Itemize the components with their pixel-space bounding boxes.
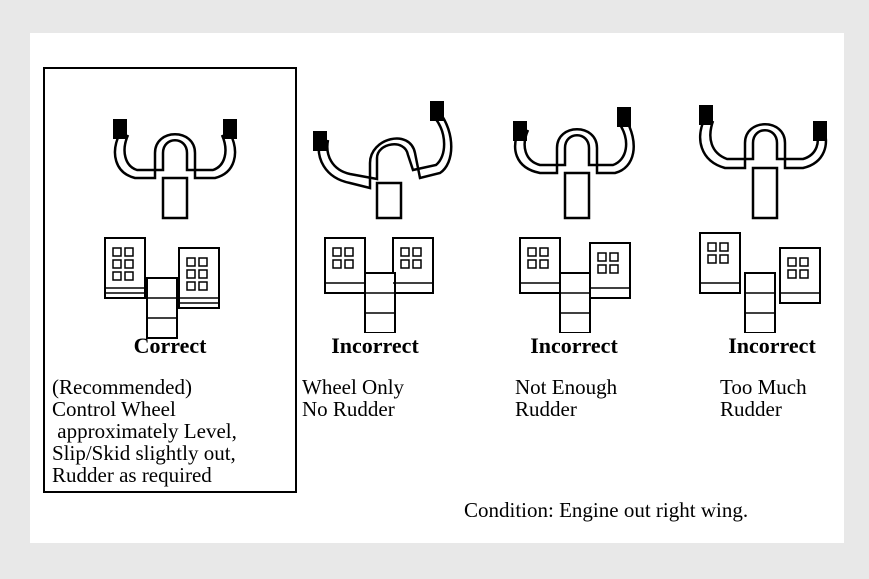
- yoke-and-pedals-not-enough-rudder-icon: [513, 107, 635, 333]
- panel-description-wheel-only: Wheel Only No Rudder: [302, 376, 404, 420]
- desc-line: approximately Level,: [52, 419, 237, 443]
- desc-line: Wheel Only: [302, 375, 405, 399]
- panel-title-correct: Correct: [133, 333, 207, 358]
- desc-line: Rudder as required: [52, 463, 212, 487]
- panel-description-not-enough: Not Enough Rudder: [515, 376, 617, 420]
- desc-line: Rudder: [720, 397, 782, 421]
- desc-line: Rudder: [515, 397, 577, 421]
- yoke-and-pedals-too-much-rudder-icon: [698, 105, 828, 333]
- desc-line: Slip/Skid slightly out,: [52, 441, 236, 465]
- panel-description-too-much: Too Much Rudder: [720, 376, 807, 420]
- desc-line: (Recommended): [52, 375, 192, 399]
- yoke-and-pedals-correct-icon: [104, 119, 237, 339]
- panel-title-incorrect-3: Incorrect: [728, 333, 816, 358]
- diagram-card: Correct (Recommended) Control Wheel appr…: [30, 33, 844, 543]
- panel-title-incorrect-1: Incorrect: [331, 333, 419, 358]
- desc-line: Too Much: [720, 375, 807, 399]
- desc-line: No Rudder: [302, 397, 395, 421]
- condition-note: Condition: Engine out right wing.: [464, 498, 749, 522]
- desc-line: Control Wheel: [52, 397, 176, 421]
- desc-line: Not Enough: [515, 375, 618, 399]
- panel-title-incorrect-2: Incorrect: [530, 333, 618, 358]
- yoke-and-pedals-wheel-only-icon: [313, 101, 453, 333]
- recommended-box: [43, 67, 297, 493]
- panel-description-correct: (Recommended) Control Wheel approximatel…: [52, 376, 237, 486]
